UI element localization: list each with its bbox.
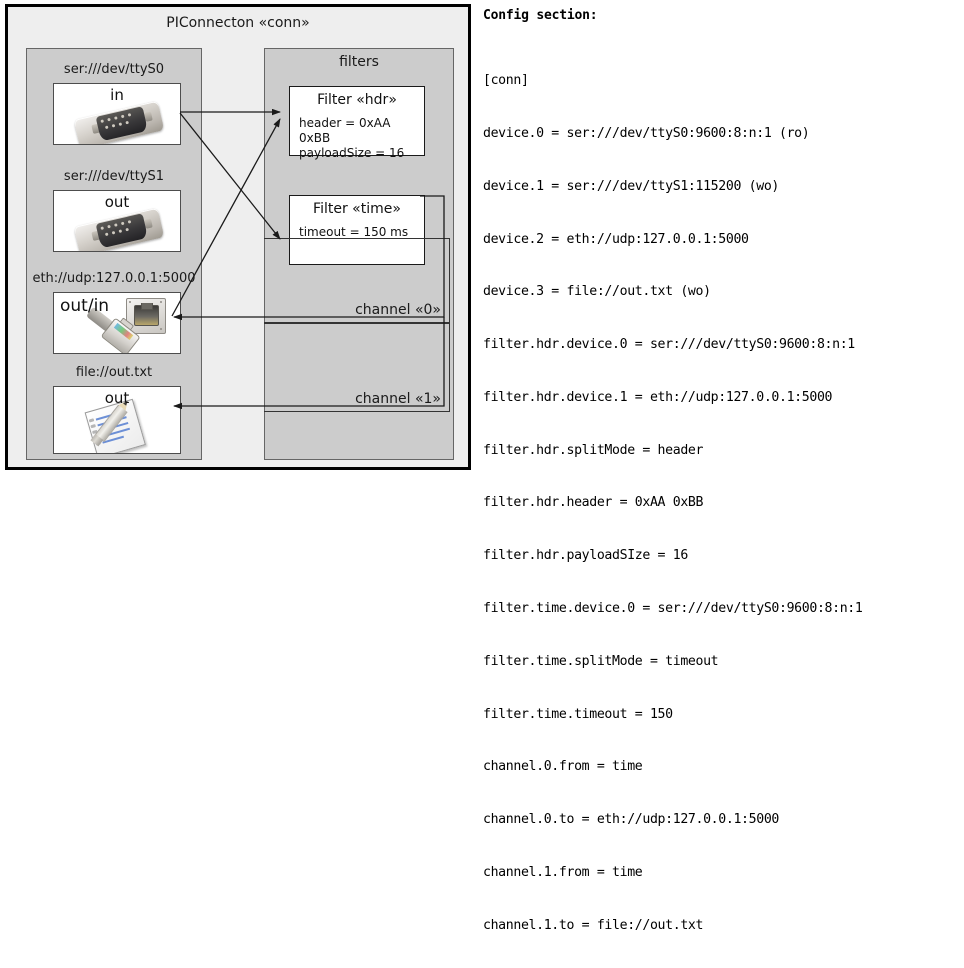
filter-hdr-title: Filter «hdr»: [317, 92, 397, 108]
config-line: channel.1.from = time: [483, 864, 643, 880]
filters-group-title: filters: [339, 54, 379, 70]
device-label-file-out: file://out.txt: [75, 365, 153, 380]
filter-time-title: Filter «time»: [313, 201, 401, 217]
config-line: filter.time.device.0 = ser:///dev/ttyS0:…: [483, 601, 863, 616]
device-card-ser-ttys1[interactable]: out: [53, 190, 181, 252]
config-line: device.3 = file://out.txt (wo): [483, 284, 711, 300]
filters-group: filters Filter «hdr» header = 0xAA 0xBB …: [264, 48, 454, 460]
config-line: filter.time.splitMode = timeout: [483, 653, 719, 669]
config-line: filter.hdr.header = 0xAA 0xBB: [483, 495, 704, 511]
device-label-ser-ttys1: ser:///dev/ttyS1: [63, 169, 165, 184]
channel-label-0: channel «0»: [355, 302, 441, 318]
channel-region-1: channel «1»: [264, 323, 450, 412]
diagram-title: PIConnecton «conn»: [166, 15, 310, 31]
config-line: device.1 = ser:///dev/ttyS1:115200 (wo): [483, 178, 779, 194]
config-line: filter.hdr.payloadSIze = 16: [483, 548, 688, 564]
piconnector-outer-frame: PIConnecton «conn» ser:///dev/ttyS0 in: [5, 4, 471, 470]
config-line: device.0 = ser:///dev/ttyS0:9600:8:n:1 (…: [483, 125, 810, 141]
filter-hdr-props: header = 0xAA 0xBB payloadSize = 16: [299, 116, 424, 161]
filter-hdr-prop-payloadsize: payloadSize = 16: [299, 146, 405, 160]
config-panel: Config section: [conn] device.0 = ser://…: [483, 8, 958, 968]
config-line: channel.0.to = eth://udp:127.0.0.1:5000: [483, 812, 779, 828]
serial-db9-connector-icon: [73, 97, 165, 144]
channel-region-0: channel «0»: [264, 238, 450, 323]
device-direction-in: in: [110, 86, 124, 104]
filter-hdr-prop-header: header = 0xAA 0xBB: [299, 116, 391, 145]
device-card-file-out[interactable]: out: [53, 386, 181, 454]
config-line: device.2 = eth://udp:127.0.0.1:5000: [483, 231, 749, 247]
config-body: [conn] device.0 = ser:///dev/ttyS0:9600:…: [483, 37, 958, 968]
ethernet-rj45-icon: [54, 293, 180, 353]
config-line: filter.hdr.splitMode = header: [483, 442, 704, 458]
filter-card-hdr[interactable]: Filter «hdr» header = 0xAA 0xBB payloadS…: [289, 86, 425, 160]
config-line: filter.hdr.device.1 = eth://udp:127.0.0.…: [483, 389, 833, 405]
config-line: filter.hdr.device.0 = ser:///dev/ttyS0:9…: [483, 337, 855, 353]
device-direction-out: out: [104, 193, 130, 211]
diagram-canvas: PIConnecton «conn» ser:///dev/ttyS0 in: [0, 0, 964, 484]
device-card-eth-udp[interactable]: out/in: [53, 292, 181, 354]
config-line: filter.time.timeout = 150: [483, 706, 673, 722]
device-label-eth-udp: eth://udp:127.0.0.1:5000: [32, 271, 196, 286]
channel-label-1: channel «1»: [355, 391, 441, 407]
device-label-ser-ttys0: ser:///dev/ttyS0: [63, 62, 165, 77]
device-card-ser-ttys0[interactable]: in: [53, 83, 181, 145]
config-line: channel.0.from = time: [483, 759, 643, 775]
config-line: channel.1.to = file://out.txt: [483, 917, 704, 933]
config-heading: Config section:: [483, 8, 598, 23]
devices-group: ser:///dev/ttyS0 in: [26, 48, 202, 460]
config-line: [conn]: [483, 73, 529, 89]
serial-db9-connector-icon: [73, 204, 165, 251]
device-direction-out-in: out/in: [60, 296, 110, 316]
device-direction-out: out: [104, 389, 130, 407]
